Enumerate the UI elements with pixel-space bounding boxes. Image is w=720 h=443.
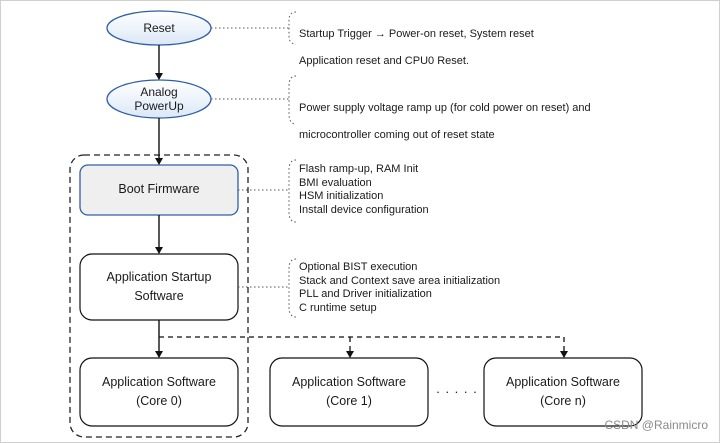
analog-note: Power supply voltage ramp up (for cold p… <box>299 88 591 156</box>
startup-note: Optional BIST execution Stack and Contex… <box>299 261 501 314</box>
bracket-analog-note <box>288 75 297 125</box>
app-core1-line1: Application Software <box>292 375 406 389</box>
analog-label-line1: Analog <box>140 85 178 99</box>
bracket-boot-note <box>288 159 297 223</box>
bracket-reset-note <box>288 11 297 45</box>
app-core0-label: Application Software (Core 0) <box>80 373 238 411</box>
app-core1-node <box>269 357 429 427</box>
app-core0-line2: (Core 0) <box>136 394 182 408</box>
reset-note-line2: Application reset and CPU0 Reset. <box>299 54 469 67</box>
app-core1-line2: (Core 1) <box>326 394 372 408</box>
boot-firmware-label: Boot Firmware <box>118 182 200 196</box>
app-startup-label: Application Startup Software <box>80 268 238 306</box>
analog-label-line2: PowerUp <box>134 99 184 113</box>
app-core1-label: Application Software (Core 1) <box>270 373 428 411</box>
analog-powerup-label: Analog PowerUp <box>107 85 211 113</box>
reset-label: Reset <box>143 21 175 35</box>
app-core0-node <box>79 357 239 427</box>
app-startup-line1: Application Startup <box>106 270 212 284</box>
app-coren-line1: Application Software <box>506 375 620 389</box>
reset-note-line1: Startup Trigger → Power-on reset, System… <box>299 27 534 40</box>
app-coren-node <box>483 357 643 427</box>
reset-note: Startup Trigger → Power-on reset, System… <box>299 14 534 82</box>
watermark: CSDN @Rainmicro <box>604 418 708 432</box>
app-core0-line1: Application Software <box>102 375 216 389</box>
boot-note: Flash ramp-up, RAM Init BMI evaluation H… <box>299 163 429 216</box>
cores-ellipsis: . . . . . <box>436 381 478 396</box>
analog-note-line1: Power supply voltage ramp up (for cold p… <box>299 101 591 114</box>
analog-note-line2: microcontroller coming out of reset stat… <box>299 128 495 141</box>
app-startup-line2: Software <box>134 289 184 303</box>
app-coren-line2: (Core n) <box>540 394 586 408</box>
app-coren-label: Application Software (Core n) <box>484 373 642 411</box>
bracket-startup-note <box>288 258 297 318</box>
